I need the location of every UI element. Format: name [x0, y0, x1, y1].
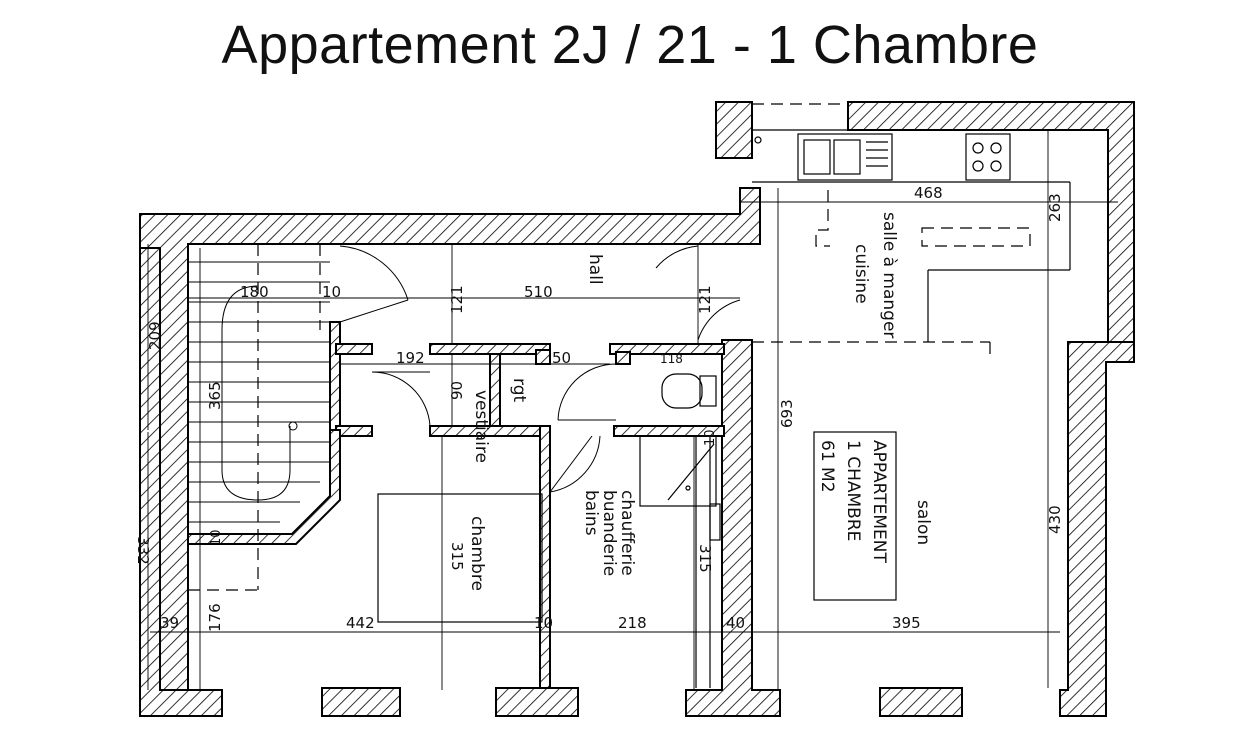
dim-468: 468	[914, 184, 943, 202]
dim-121-left: 121	[448, 285, 466, 314]
dim-50: 50	[552, 349, 571, 367]
dim-180: 180	[240, 283, 269, 301]
label-vestiaire: vestiaire	[471, 390, 491, 463]
partition-wc-stub	[615, 351, 631, 365]
label-cuisine: cuisine	[851, 244, 871, 304]
interior-walls	[187, 321, 725, 689]
dim-10-wc: 10	[703, 429, 718, 446]
label-hall: hall	[585, 254, 605, 285]
dim-10-top: 10	[322, 283, 341, 301]
wall-inner-vertical	[685, 339, 781, 717]
dim-442: 442	[346, 614, 375, 632]
dim-218: 218	[618, 614, 647, 632]
dim-332: 332	[134, 536, 152, 565]
dim-395: 395	[892, 614, 921, 632]
dim-365: 365	[206, 381, 224, 410]
dim-263: 263	[1046, 193, 1064, 222]
partition-stair-hall	[329, 321, 341, 433]
label-salle-a-manger: salle à manger	[879, 212, 899, 338]
sanitary-fixtures	[377, 373, 897, 688]
dim-315-chambre: 315	[448, 542, 466, 571]
staircase	[187, 244, 330, 690]
doors	[339, 245, 741, 493]
label-buanderie: buanderie	[599, 490, 619, 576]
info-line-1: APPARTEMENT	[869, 440, 889, 564]
dim-176: 176	[206, 603, 224, 632]
partition-chambre-right	[539, 425, 551, 689]
dim-693: 693	[778, 399, 796, 428]
dim-90: 90	[448, 381, 466, 400]
dim-39: 39	[160, 614, 179, 632]
label-chaufferie: chaufferie	[617, 490, 637, 576]
kitchen-fixtures	[752, 103, 1108, 356]
label-salon: salon	[913, 500, 933, 545]
sink	[797, 133, 893, 181]
dim-121-right: 121	[696, 285, 714, 314]
cooktop	[965, 133, 1011, 181]
partition-vest-left	[335, 425, 373, 437]
wall-right	[1059, 341, 1135, 717]
dim-10-bottom: 10	[534, 614, 553, 632]
partition-stair-curve	[187, 429, 341, 545]
partition-rgt-top	[429, 343, 551, 355]
dim-40: 40	[726, 614, 745, 632]
info-box-frame	[813, 431, 897, 601]
dim-510: 510	[524, 283, 553, 301]
wall-bottom-3	[879, 687, 963, 717]
dim-118: 118	[660, 352, 683, 366]
dim-209: 209	[146, 321, 164, 350]
dimension-lines	[147, 130, 1118, 690]
wall-bottom-2	[495, 687, 579, 717]
partition-wc-top	[609, 343, 725, 355]
info-line-2: 1 CHAMBRE	[843, 440, 863, 541]
wall-kitchen-top-left	[715, 101, 753, 159]
label-rgt: rgt	[509, 378, 529, 402]
partition-rgt-stub	[535, 349, 551, 365]
dim-430: 430	[1046, 505, 1064, 534]
label-chambre: chambre	[467, 516, 487, 591]
bed	[377, 493, 543, 623]
info-line-3: 61 M2	[817, 440, 837, 493]
dim-192: 192	[396, 349, 425, 367]
dim-10-stair: 10	[209, 529, 224, 546]
wall-top-left	[139, 187, 761, 691]
dim-315-bains: 315	[696, 544, 714, 573]
shower	[639, 435, 717, 507]
wall-bottom-1	[321, 687, 401, 717]
label-bains: bains	[581, 490, 601, 536]
plan-title: Appartement 2J / 21 - 1 Chambre	[221, 15, 1039, 75]
partition-stub-1	[335, 343, 373, 355]
toilet	[661, 373, 703, 409]
